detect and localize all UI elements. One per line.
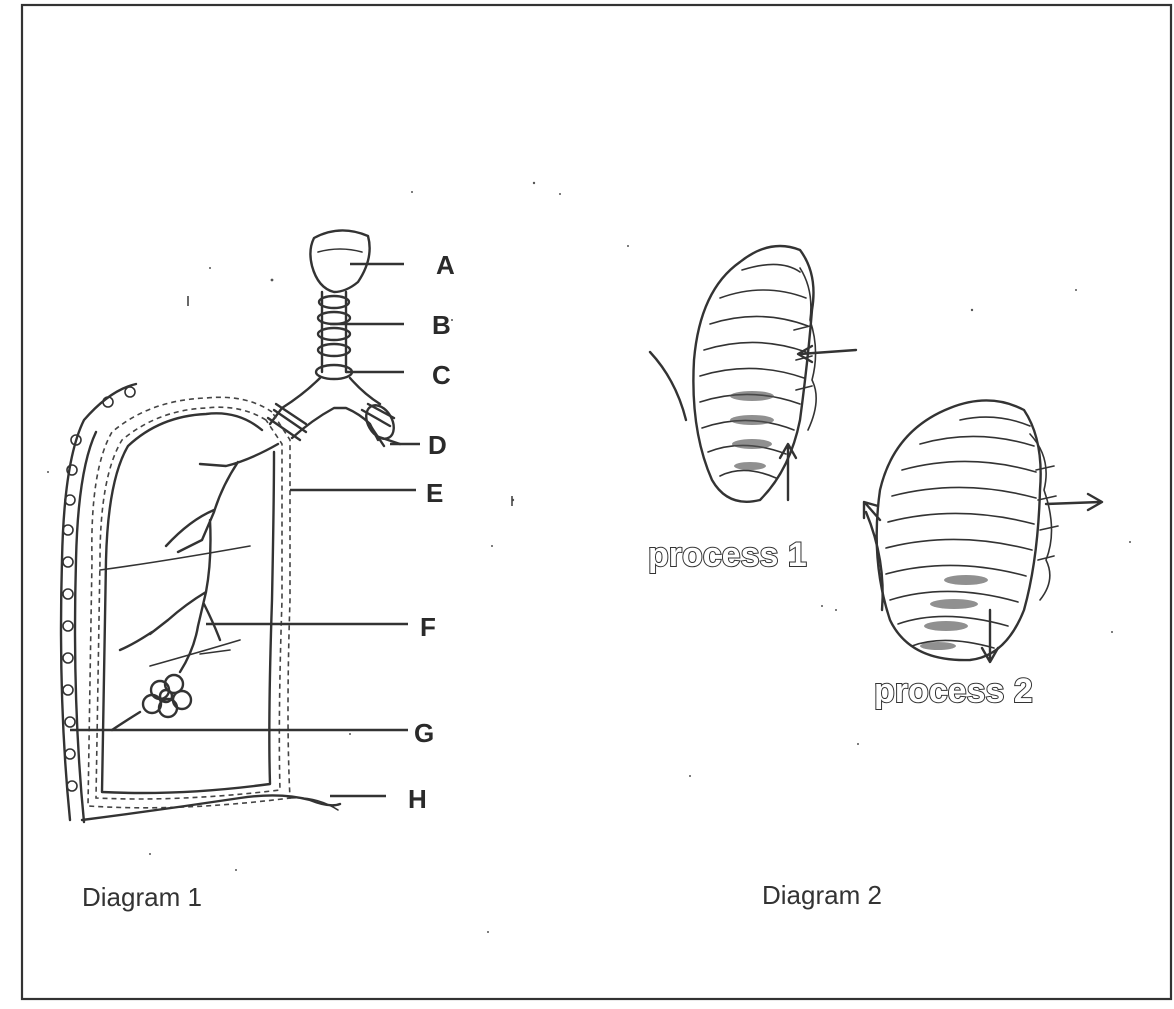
diagram-2: process 1 pr — [648, 246, 1102, 910]
label-B: B — [432, 310, 451, 340]
diagram-1-caption: Diagram 1 — [82, 882, 202, 912]
arrow-inward-1 — [798, 346, 856, 362]
alveoli-cluster — [112, 675, 191, 730]
diagram-2-caption: Diagram 2 — [762, 880, 882, 910]
diagram-1: A B C D E F G H Diagram 1 — [61, 230, 455, 912]
label-G: G — [414, 718, 434, 748]
label-A: A — [436, 250, 455, 280]
page-border — [22, 5, 1171, 999]
rib-cage-1 — [650, 246, 816, 502]
label-H: H — [408, 784, 427, 814]
label-E: E — [426, 478, 443, 508]
process-2-label: process 2 — [874, 672, 1033, 710]
trachea-drawing — [316, 292, 352, 379]
arrow-down-2 — [982, 610, 998, 662]
label-D: D — [428, 430, 447, 460]
label-C: C — [432, 360, 451, 390]
bronchi-drawing — [268, 378, 400, 446]
process-1-label: process 1 — [648, 536, 807, 574]
bronchioles-drawing — [120, 444, 278, 672]
rib-cage-2 — [866, 400, 1058, 660]
larynx-drawing — [310, 230, 369, 292]
label-F: F — [420, 612, 436, 642]
